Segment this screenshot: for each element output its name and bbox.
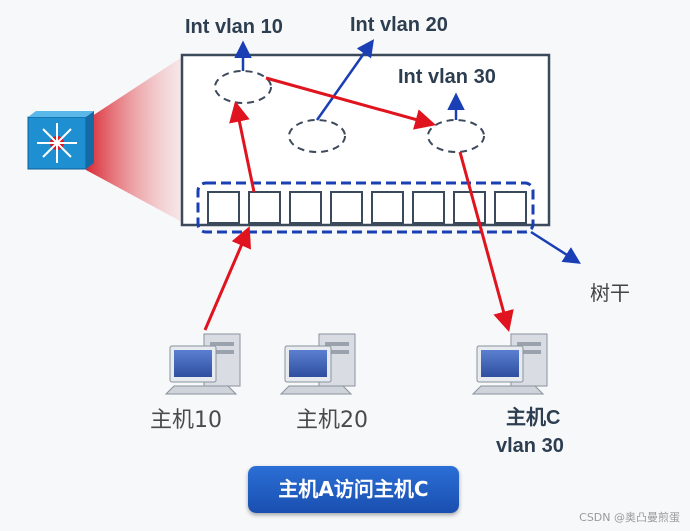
- trunk-label: 树干: [590, 281, 630, 305]
- vlan30-label: Int vlan 30: [398, 66, 496, 88]
- layer3-switch-icon: [27, 111, 94, 170]
- desktop-computer-icon: [164, 333, 241, 395]
- vlan10-label: Int vlan 10: [185, 16, 283, 38]
- vlan20-label: Int vlan 20: [350, 14, 448, 36]
- port-4: [330, 191, 363, 224]
- vlan10-interface: [214, 70, 272, 104]
- port-1: [207, 191, 240, 224]
- path-vlan30-to-hostc: [458, 151, 514, 333]
- port-2: [248, 191, 281, 224]
- desktop-computer-icon: [279, 333, 356, 395]
- path-host10-to-port: [203, 226, 252, 331]
- host20-label: 主机20: [296, 408, 368, 433]
- switch-ports: [207, 191, 527, 224]
- path-vlan10-to-vlan30: [265, 76, 437, 130]
- desktop-computer-icon: [471, 333, 548, 395]
- vlan30-interface: [427, 119, 485, 153]
- hostc-vlan-label: vlan 30: [496, 435, 564, 457]
- vlan20-up-arrow: [315, 39, 375, 121]
- port-5: [371, 191, 404, 224]
- port-3: [289, 191, 322, 224]
- port-7: [453, 191, 486, 224]
- trunk-arrow: [530, 230, 581, 264]
- port-group-outline: [196, 181, 535, 234]
- host10-label: 主机10: [150, 408, 222, 433]
- zoom-beam: [86, 57, 182, 222]
- hostc-label: 主机C: [506, 405, 560, 429]
- caption-banner: 主机A访问主机C: [248, 466, 459, 513]
- path-port-to-vlan10: [229, 100, 256, 193]
- watermark-text: CSDN @奥凸曼煎蛋: [579, 511, 680, 524]
- port-8: [494, 191, 527, 224]
- vlan20-interface: [288, 119, 346, 153]
- port-6: [412, 191, 445, 224]
